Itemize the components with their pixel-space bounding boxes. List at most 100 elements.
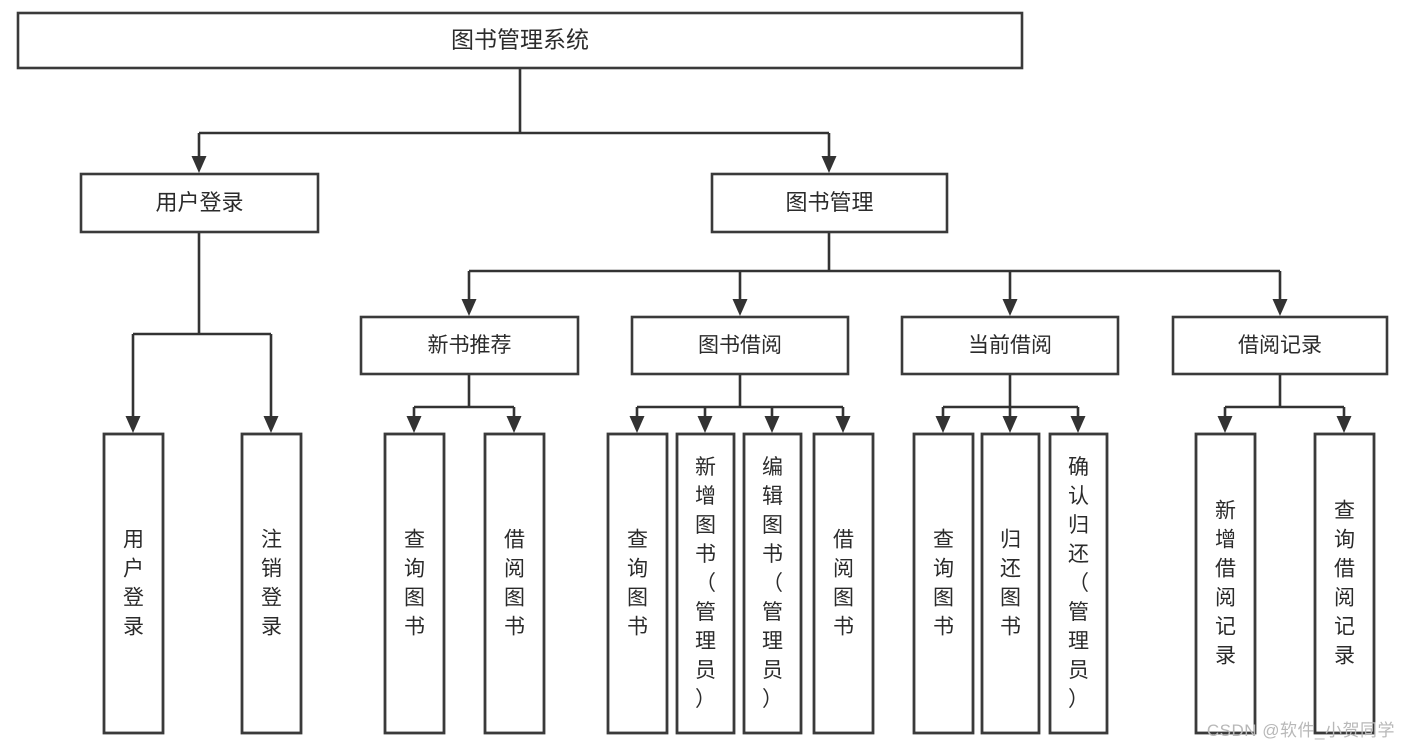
svg-text:新: 新 xyxy=(695,456,716,479)
svg-text:管: 管 xyxy=(762,601,783,624)
node-label-user-login: 用户登录 xyxy=(155,190,243,215)
connectors-layer xyxy=(125,68,1352,433)
svg-text:图: 图 xyxy=(404,587,425,610)
arrow-to-current-borrow xyxy=(1002,299,1018,316)
svg-text:查: 查 xyxy=(627,529,648,552)
svg-text:借: 借 xyxy=(1215,558,1236,581)
svg-text:员: 员 xyxy=(1068,659,1089,682)
arrow-to-leaf-query-book-2 xyxy=(629,416,645,433)
arrow-to-leaf-edit-book xyxy=(764,416,780,433)
node-new-book-recommend[interactable]: 新书推荐 xyxy=(359,315,580,376)
node-box-leaf-query-book-1[interactable] xyxy=(383,432,446,735)
node-book-borrow[interactable]: 图书借阅 xyxy=(630,315,850,376)
node-box-book-management[interactable] xyxy=(710,172,949,234)
node-box-leaf-return-book[interactable] xyxy=(980,432,1041,735)
svg-text:书: 书 xyxy=(1000,616,1021,639)
node-box-leaf-user-login[interactable] xyxy=(102,432,165,735)
svg-text:理: 理 xyxy=(695,630,716,653)
node-box-leaf-borrow-book-2[interactable] xyxy=(812,432,875,735)
node-box-new-book-recommend[interactable] xyxy=(359,315,580,376)
svg-text:借: 借 xyxy=(504,529,525,552)
node-box-leaf-add-record[interactable] xyxy=(1194,432,1257,735)
arrow-to-book-borrow xyxy=(732,299,748,316)
svg-text:书: 书 xyxy=(762,543,783,566)
svg-text:用: 用 xyxy=(123,529,144,552)
node-box-leaf-borrow-book-1[interactable] xyxy=(483,432,546,735)
svg-text:登: 登 xyxy=(261,587,282,610)
node-box-user-login[interactable] xyxy=(79,172,320,234)
arrow-to-leaf-query-book-1 xyxy=(406,416,422,433)
svg-text:归: 归 xyxy=(1068,514,1089,537)
svg-text:询: 询 xyxy=(933,558,954,581)
node-current-borrow[interactable]: 当前借阅 xyxy=(900,315,1120,376)
svg-text:（: （ xyxy=(1068,572,1089,595)
svg-text:阅: 阅 xyxy=(504,558,525,581)
node-label-book-borrow: 图书借阅 xyxy=(698,334,782,357)
node-box-borrow-record[interactable] xyxy=(1171,315,1389,376)
svg-text:记: 记 xyxy=(1334,616,1355,639)
node-root[interactable]: 图书管理系统 xyxy=(16,11,1024,70)
arrow-to-new-book-recommend xyxy=(461,299,477,316)
svg-text:）: ） xyxy=(1068,688,1089,711)
node-leaf-user-login[interactable]: 用户登录 xyxy=(102,432,165,735)
node-label-borrow-record: 借阅记录 xyxy=(1238,334,1322,357)
svg-text:辑: 辑 xyxy=(762,485,783,508)
svg-text:理: 理 xyxy=(1068,630,1089,653)
node-book-management[interactable]: 图书管理 xyxy=(710,172,949,234)
svg-text:图: 图 xyxy=(833,587,854,610)
svg-text:询: 询 xyxy=(627,558,648,581)
arrow-to-leaf-borrow-book-1 xyxy=(506,416,522,433)
svg-text:询: 询 xyxy=(404,558,425,581)
svg-text:书: 书 xyxy=(933,616,954,639)
node-borrow-record[interactable]: 借阅记录 xyxy=(1171,315,1389,376)
arrow-to-leaf-add-book xyxy=(697,416,713,433)
node-box-leaf-query-record[interactable] xyxy=(1313,432,1376,735)
svg-text:图: 图 xyxy=(504,587,525,610)
svg-text:阅: 阅 xyxy=(1334,587,1355,610)
arrow-to-leaf-add-record xyxy=(1217,416,1233,433)
connector-group-book-management xyxy=(461,232,1288,316)
svg-text:阅: 阅 xyxy=(1215,587,1236,610)
svg-text:记: 记 xyxy=(1215,616,1236,639)
svg-text:查: 查 xyxy=(933,529,954,552)
node-box-leaf-edit-book[interactable] xyxy=(742,432,803,735)
svg-text:录: 录 xyxy=(1334,645,1355,668)
node-box-leaf-logout[interactable] xyxy=(240,432,303,735)
svg-text:新: 新 xyxy=(1215,500,1236,523)
node-box-book-borrow[interactable] xyxy=(630,315,850,376)
node-box-current-borrow[interactable] xyxy=(900,315,1120,376)
svg-text:录: 录 xyxy=(1215,645,1236,668)
svg-text:增: 增 xyxy=(695,485,716,508)
svg-text:（: （ xyxy=(695,572,716,595)
node-user-login[interactable]: 用户登录 xyxy=(79,172,320,234)
svg-text:）: ） xyxy=(762,688,783,711)
svg-text:管: 管 xyxy=(1068,601,1089,624)
svg-text:理: 理 xyxy=(762,630,783,653)
node-box-leaf-confirm-return[interactable] xyxy=(1048,432,1109,735)
svg-text:还: 还 xyxy=(1000,558,1021,581)
node-box-root[interactable] xyxy=(16,11,1024,70)
node-box-leaf-add-book[interactable] xyxy=(675,432,736,735)
node-box-leaf-query-book-3[interactable] xyxy=(912,432,975,735)
node-label-leaf-user-login: 用户登录 xyxy=(123,529,144,639)
node-box-leaf-query-book-2[interactable] xyxy=(606,432,669,735)
